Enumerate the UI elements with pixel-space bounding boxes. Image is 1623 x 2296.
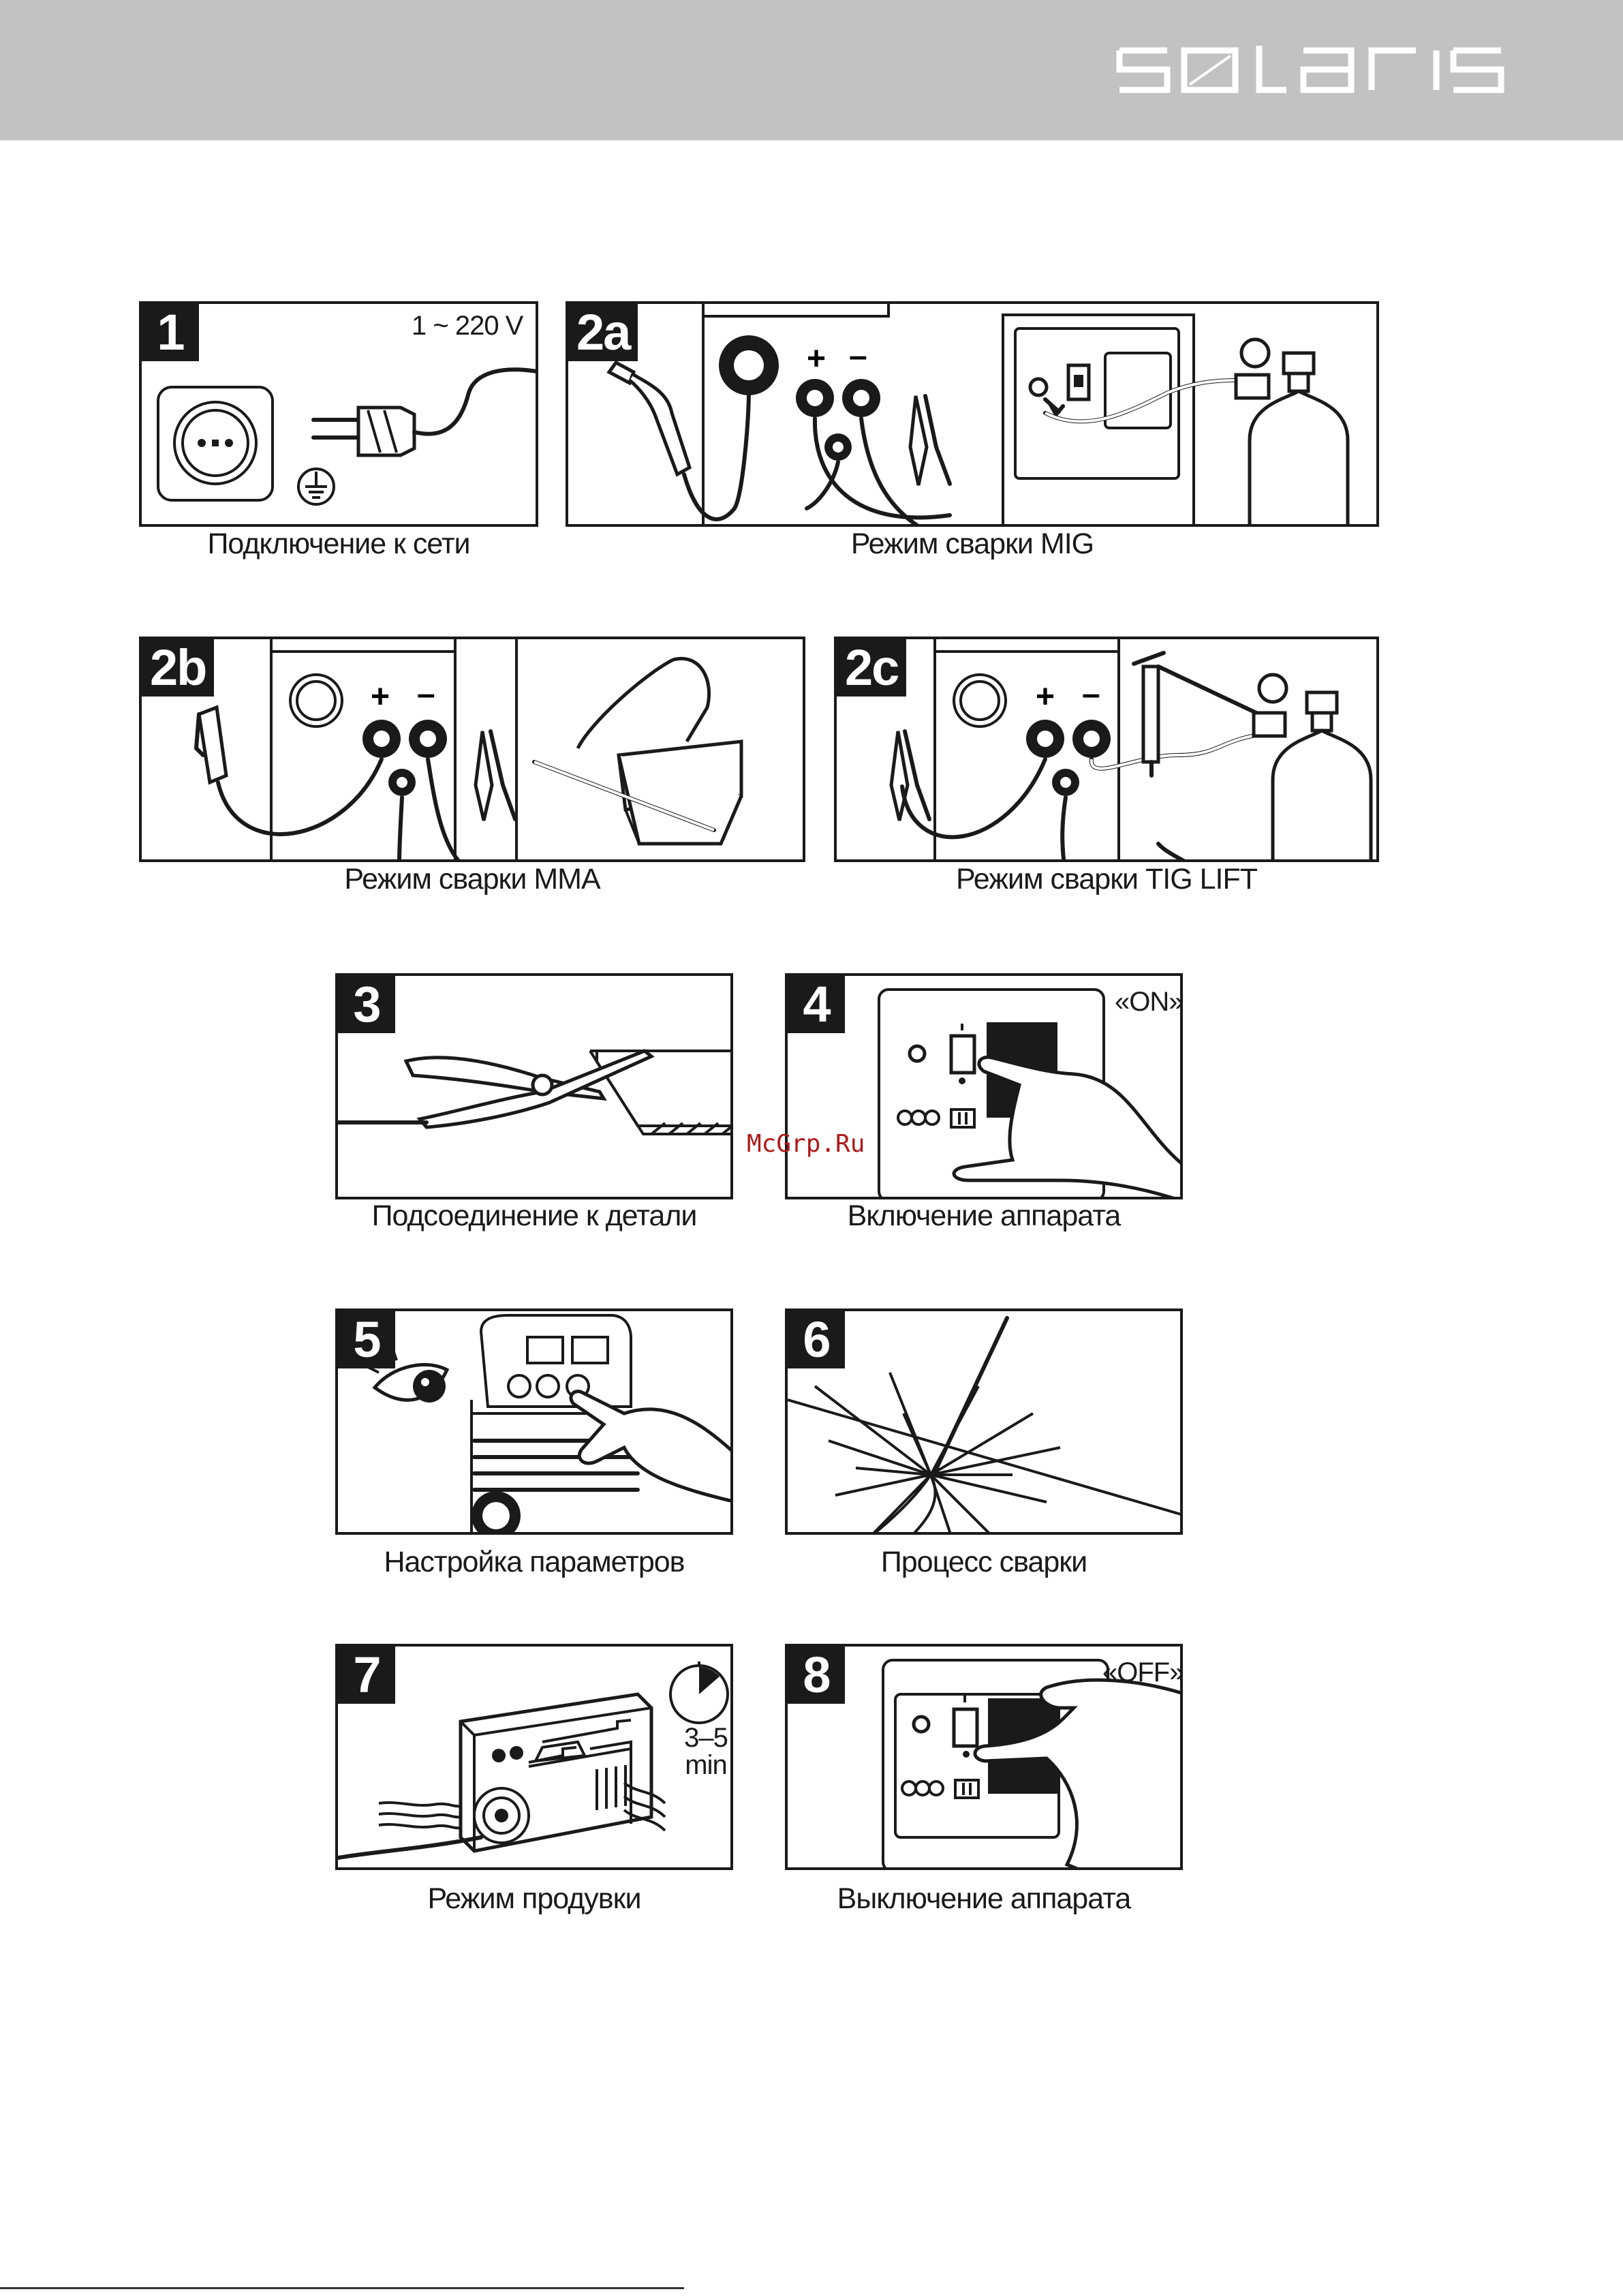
off-note: «OFF» [1102,1657,1183,1688]
step-6-caption: Процесс сварки [785,1546,1183,1579]
plus-label: + [371,679,390,715]
voltage-note: 1 ~ 220 V [412,311,523,341]
step-badge: 6 [788,1311,845,1368]
adjust-parameters-illustration [338,1311,733,1535]
minus-label: – [1082,676,1100,712]
step-6-panel: 6 [785,1308,1183,1535]
step-4-caption: Включение аппарата [785,1199,1183,1233]
footer-rule [0,2287,684,2289]
clamp-workpiece-illustration [338,976,733,1199]
step-1-panel: 1 1 ~ 220 V [139,301,538,527]
step-7-caption: Режим продувки [335,1882,733,1916]
step-badge: 8 [788,1647,845,1704]
step-badge: 2c [837,639,906,697]
mma-setup-illustration: + – [142,639,805,862]
step-1-caption: Подключение к сети [139,527,538,561]
welding-process-illustration [788,1311,1183,1535]
step-2a-panel: + – 2a [566,301,1379,527]
purge-mode-illustration [338,1647,733,1870]
step-2c-panel: + – 2c [834,637,1379,862]
mig-setup-illustration: + – [568,304,1379,527]
on-note: «ON» [1115,987,1183,1017]
tig-setup-illustration: + – [837,639,1379,862]
step-2a-caption: Режим сварки MIG [566,527,1379,561]
step-2b-panel: + – 2b [139,637,805,862]
duration-note: 3–5 min [679,1724,733,1779]
step-8-caption: Выключение аппарата [785,1882,1183,1916]
step-5-panel: 5 [335,1308,733,1535]
minus-label: – [417,676,435,712]
step-2c-caption: Режим сварки TIG LIFT [834,863,1379,896]
step-8-panel: 8 «OFF» [785,1644,1183,1870]
step-badge: 3 [338,976,395,1033]
watermark: McGrp.Ru [747,1130,865,1158]
step-badge: 4 [788,976,845,1033]
step-badge: 2b [142,639,214,697]
step-5-caption: Настройка параметров [335,1546,733,1579]
step-3-panel: 3 [335,973,733,1199]
step-7-panel: 7 3–5 min [335,1644,733,1870]
step-4-panel: 4 «ON» [785,973,1183,1199]
step-badge: 2a [568,304,638,361]
solaris-logo [1116,42,1504,97]
step-badge: 5 [338,1311,395,1368]
page-header [0,0,1623,140]
step-badge: 1 [142,304,199,361]
plus-label: + [807,341,826,377]
plus-label: + [1036,679,1055,715]
step-3-caption: Подсоединение к детали [335,1199,733,1233]
minus-label: – [849,338,867,374]
step-2b-caption: Режим сварки MMA [139,863,805,896]
step-badge: 7 [338,1647,395,1704]
